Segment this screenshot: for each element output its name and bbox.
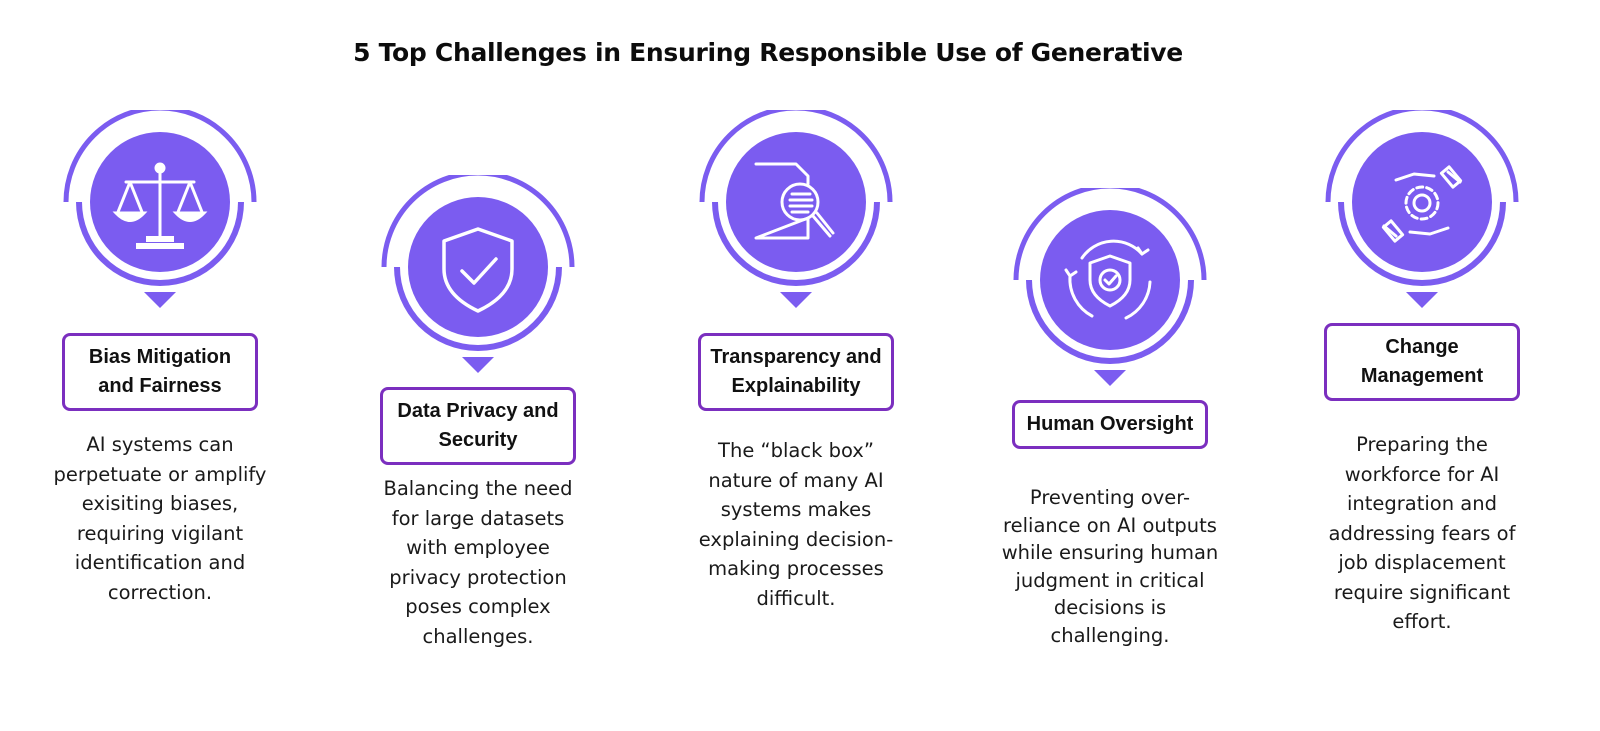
badge [1322, 110, 1522, 320]
challenge-description: Preparing the workforce for AI integrati… [1328, 433, 1516, 633]
page-title: 5 Top Challenges in Ensuring Responsible… [353, 38, 1183, 67]
challenge-card-bias: Bias Mitigation and Fairness AI systems … [50, 0, 270, 731]
document-search-icon [754, 162, 835, 240]
challenge-title: Change Management [1324, 323, 1520, 401]
scales-icon [112, 162, 208, 249]
challenge-description: AI systems can perpetuate or amplify exi… [53, 433, 267, 604]
challenge-title: Data Privacy and Security [380, 387, 576, 465]
badge [1010, 188, 1210, 398]
challenge-description: Preventing over-reliance on AI outputs w… [1001, 486, 1219, 647]
challenge-description: The “black box” nature of many AI system… [698, 439, 894, 610]
shield-refresh-icon [1064, 239, 1152, 320]
challenge-title: Bias Mitigation and Fairness [62, 333, 258, 411]
challenge-card-change: Change Management Preparing the workforc… [1312, 0, 1532, 731]
challenge-card-transparency: Transparency and Explainability The “bla… [686, 0, 906, 731]
badge [378, 175, 578, 385]
badge [60, 110, 260, 320]
challenge-description: Balancing the need for large datasets wi… [383, 477, 573, 648]
badge [696, 110, 896, 320]
challenge-card-oversight: Human Oversight Preventing over-reliance… [1000, 0, 1220, 731]
shield-check-icon [442, 227, 514, 313]
challenge-card-privacy: Data Privacy and Security Balancing the … [368, 0, 588, 731]
hands-gear-icon [1381, 165, 1463, 243]
challenge-title: Transparency and Explainability [698, 333, 894, 411]
challenge-title: Human Oversight [1012, 400, 1208, 449]
